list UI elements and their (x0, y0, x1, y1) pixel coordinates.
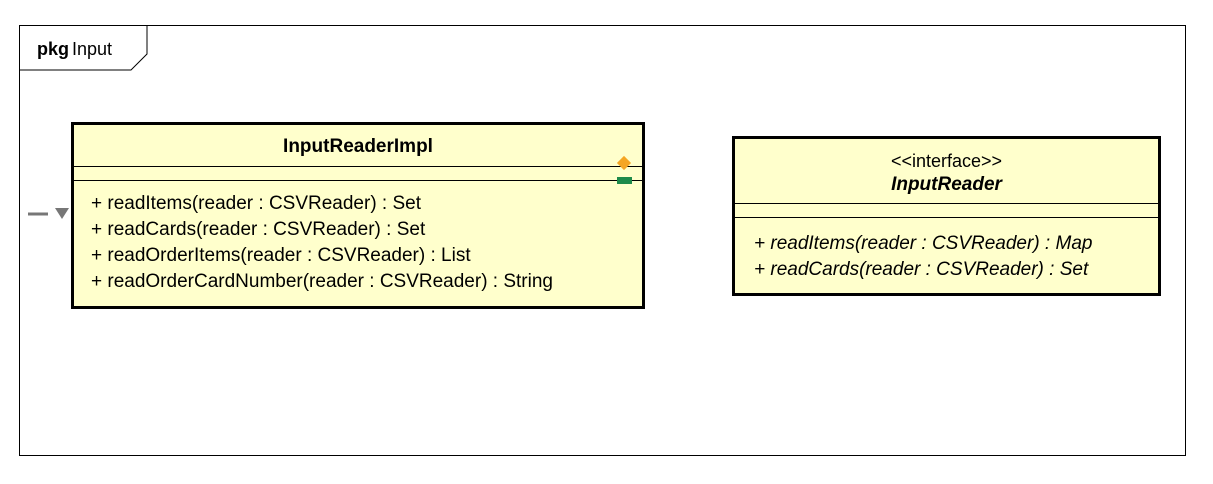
stereotype-label: <<interface>> (890, 151, 1003, 171)
operation-item[interactable]: + readCards(reader : CSVReader) : Set (91, 219, 426, 240)
operation-compartment: + readItems(reader : CSVReader) : Set + … (74, 181, 642, 295)
operation-item[interactable]: + readOrderItems(reader : CSVReader) : L… (91, 245, 471, 266)
attribute-compartment (74, 167, 642, 181)
interface-input-reader[interactable]: <<interface>> InputReader + readItems(re… (732, 136, 1161, 296)
class-name: InputReaderImpl (283, 136, 433, 157)
package-tab-outline (19, 25, 148, 71)
class-header: <<interface>> InputReader (735, 139, 1158, 204)
class-name: InputReader (891, 174, 1002, 195)
operation-item[interactable]: + readItems(reader : CSVReader) : Set (91, 193, 422, 214)
operation-item[interactable]: + readItems(reader : CSVReader) : Map (754, 233, 1093, 254)
class-input-reader-impl[interactable]: InputReaderImpl + readItems(reader : CSV… (71, 122, 645, 309)
connector-arrowhead-icon (55, 208, 69, 219)
realization-connector-stub[interactable] (28, 206, 74, 222)
package-keyword: pkg (37, 39, 70, 59)
operation-item[interactable]: + readCards(reader : CSVReader) : Set (754, 259, 1089, 280)
package-name: Input (72, 39, 113, 59)
class-header: InputReaderImpl (74, 125, 642, 167)
operation-item[interactable]: + readOrderCardNumber(reader : CSVReader… (91, 271, 553, 292)
operation-compartment: + readItems(reader : CSVReader) : Map + … (735, 218, 1158, 283)
attribute-marker-icon (617, 177, 632, 184)
attribute-compartment (735, 204, 1158, 218)
